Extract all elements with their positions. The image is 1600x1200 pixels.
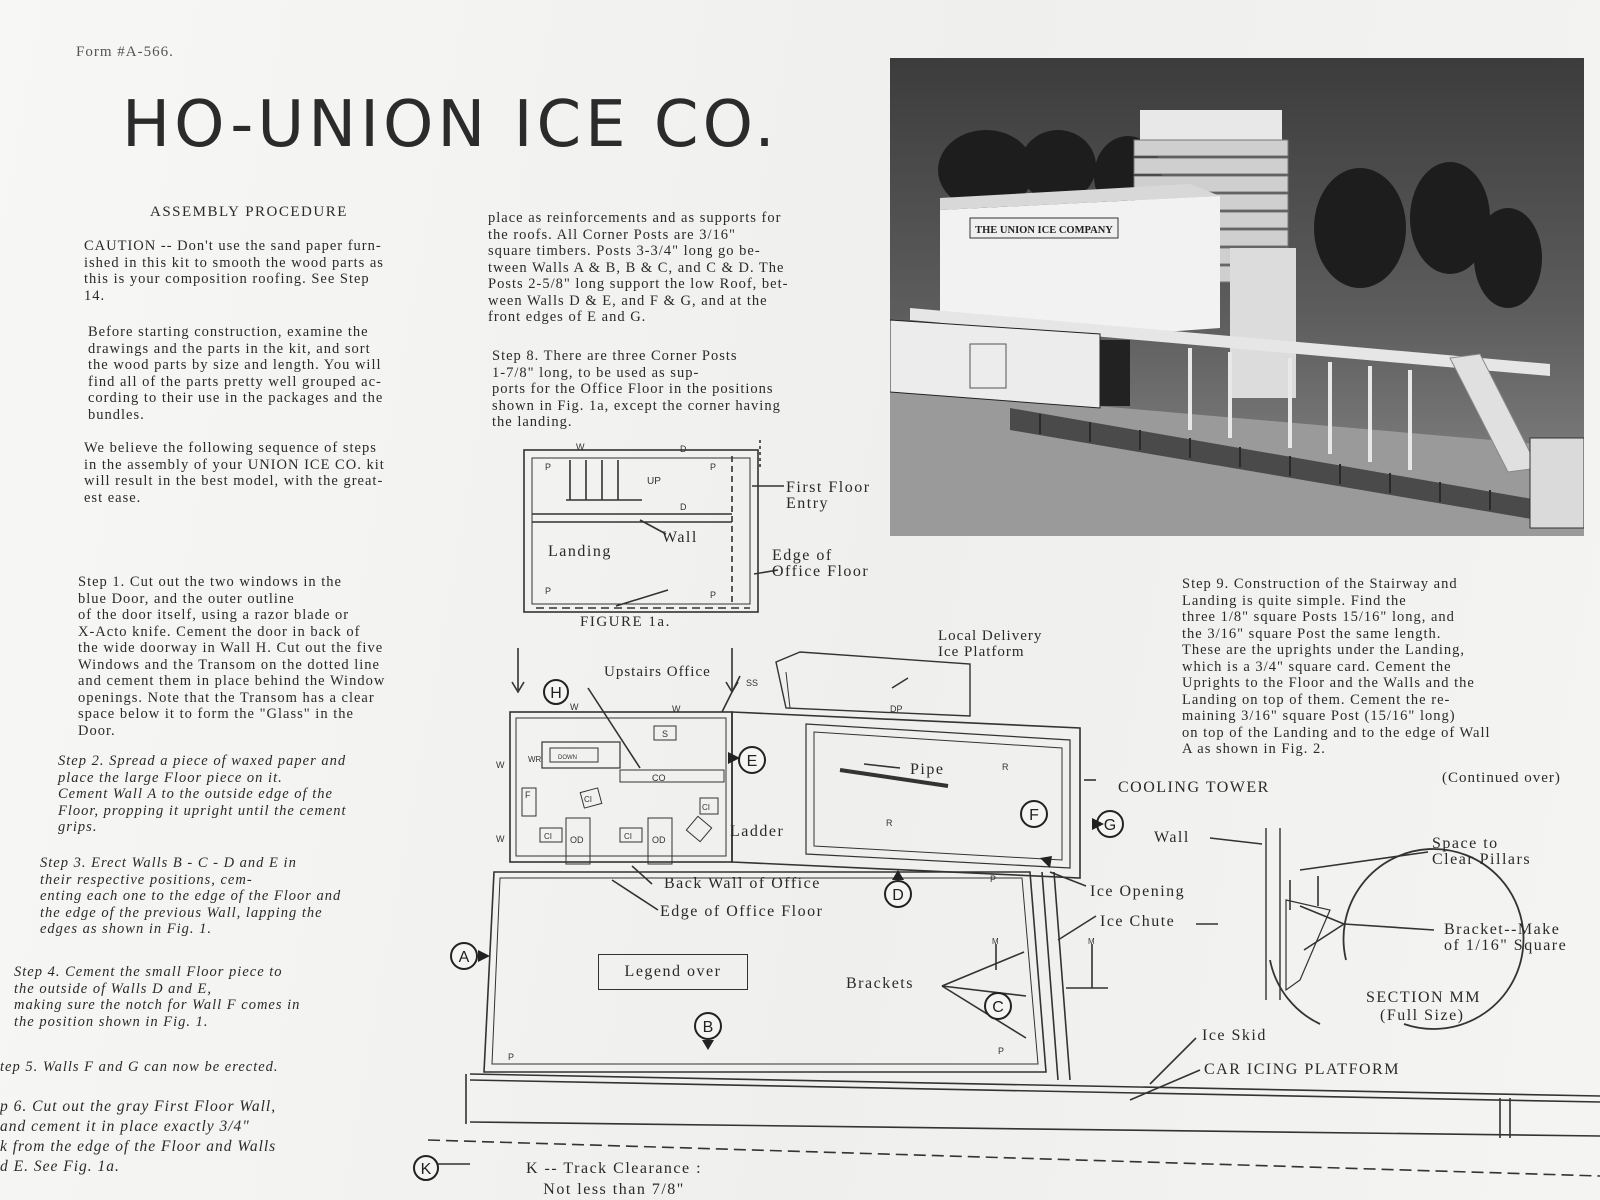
wall-letter-g: G [1104, 817, 1116, 834]
wall-letter-b: B [703, 1019, 714, 1036]
mark-w: W [570, 702, 579, 712]
step-2: Step 2. Spread a piece of waxed paper an… [58, 753, 347, 835]
step-6: p 6. Cut out the gray First Floor Wall, … [0, 1098, 277, 1175]
continued-note: (Continued over) [1442, 770, 1561, 786]
section-scale-label: (Full Size) [1380, 1007, 1465, 1024]
mark-p: P [998, 1046, 1004, 1056]
step-8: Step 8. There are three Corner Posts 1-7… [492, 348, 781, 430]
mark-w: W [496, 834, 505, 844]
back-wall-label: Back Wall of Office [664, 875, 821, 892]
space-clear-pillars-label: Space to Clear Pillars [1432, 835, 1532, 868]
stair-up-label: UP [647, 476, 661, 487]
before-paragraph: Before starting construction, examine th… [88, 324, 384, 423]
mark-s: S [662, 729, 668, 739]
page-title: HO-UNION ICE CO. [122, 88, 779, 162]
mark-p: P [545, 462, 551, 472]
wall-letter-h: H [550, 685, 562, 702]
caution-paragraph: CAUTION -- Don't use the sand paper furn… [84, 238, 384, 304]
wall-letter-a: A [459, 949, 470, 966]
mark-od: OD [652, 835, 666, 845]
step-3: Step 3. Erect Walls B - C - D and E in t… [40, 855, 342, 937]
mark-p: P [710, 462, 716, 472]
wall-letter-c: C [992, 999, 1004, 1016]
mark-d: D [680, 444, 687, 454]
wall-letter-d: D [892, 887, 904, 904]
legend-over-box: Legend over [598, 954, 748, 990]
step-4: Step 4. Cement the small Floor piece to … [14, 964, 301, 1030]
upstairs-office-label: Upstairs Office [604, 664, 711, 680]
mark-ci: CI [544, 832, 552, 841]
reinforcement-paragraph: place as reinforcements and as supports … [488, 210, 789, 325]
car-icing-platform-label: CAR ICING PLATFORM [1204, 1061, 1400, 1078]
wall-letter-k: K [421, 1161, 432, 1178]
first-floor-entry-label: First Floor Entry [786, 479, 871, 512]
edge-office-floor-label: Edge of Office Floor [660, 903, 824, 920]
figure-1a-caption: FIGURE 1a. [580, 614, 671, 630]
mark-w: W [672, 704, 681, 714]
mark-r: R [1002, 762, 1009, 772]
wall-label: Wall [662, 529, 698, 546]
mark-d: D [680, 502, 687, 512]
mark-ss: SS [746, 678, 758, 688]
landing-label: Landing [548, 543, 612, 560]
brackets-label: Brackets [846, 975, 914, 992]
mark-p: P [508, 1052, 514, 1062]
mark-ci: CI [584, 795, 592, 804]
mark-r: R [886, 818, 893, 828]
mark-ci: CI [702, 803, 710, 812]
mark-p: P [710, 590, 716, 600]
wall-letter-f: F [1029, 807, 1039, 824]
pipe-label: Pipe [910, 761, 945, 778]
building-sign: THE UNION ICE COMPANY [975, 225, 1113, 236]
section-wall-label: Wall [1154, 829, 1190, 846]
mark-p: P [545, 586, 551, 596]
mark-ci: CI [624, 832, 632, 841]
sequence-paragraph: We believe the following sequence of ste… [84, 440, 385, 506]
track-clearance-label: K -- Track Clearance : Not less than 7/8… [526, 1160, 703, 1198]
mark-down: DOWN [558, 755, 577, 761]
cooling-tower-label: COOLING TOWER [1118, 779, 1270, 796]
mark-co: CO [652, 773, 666, 783]
bracket-label: Bracket--Make of 1/16" Square [1444, 921, 1568, 954]
local-delivery-label: Local Delivery Ice Platform [938, 628, 1043, 660]
mark-od: OD [570, 835, 584, 845]
mark-w: W [576, 442, 585, 452]
form-number: Form #A-566. [76, 44, 174, 60]
step-1: Step 1. Cut out the two windows in the b… [78, 574, 386, 739]
mark-wr: WR [528, 755, 542, 764]
ice-chute-label: Ice Chute [1100, 913, 1176, 930]
ice-opening-label: Ice Opening [1090, 883, 1186, 900]
ladder-label: Ladder [730, 823, 785, 840]
step-5: tep 5. Walls F and G can now be erected. [0, 1059, 279, 1075]
edge-office-floor-fig1a-label: Edge of Office Floor [772, 547, 870, 580]
wall-letter-e: E [747, 753, 758, 770]
mark-w: W [496, 760, 505, 770]
mark-m: M [992, 937, 999, 946]
mark-dp: DP [890, 704, 903, 714]
ice-skid-label: Ice Skid [1202, 1027, 1267, 1044]
step-9: Step 9. Construction of the Stairway and… [1182, 576, 1491, 757]
mark-p: P [990, 874, 996, 884]
section-heading: ASSEMBLY PROCEDURE [150, 204, 348, 220]
section-mm-title: SECTION MM [1366, 989, 1482, 1006]
mark-m: M [1088, 937, 1095, 946]
model-photo: THE UNION ICE COMPANY [890, 58, 1584, 536]
mark-f: F [525, 790, 531, 800]
